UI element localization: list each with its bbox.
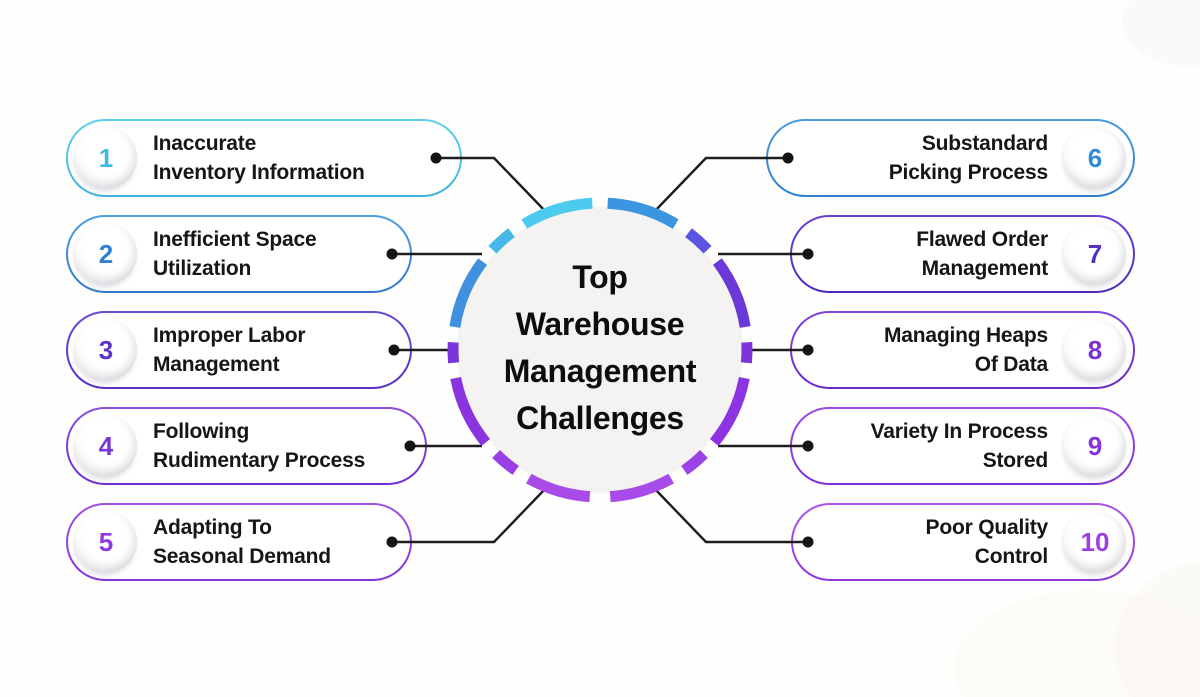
title-line: Top [572,259,628,295]
background-blob [1122,0,1200,67]
challenge-number-badge-4: 4 [75,415,137,477]
challenge-pill-9: 9 Variety In Process Stored [790,407,1135,485]
challenge-label-line1: Flawed Order [916,228,1048,251]
challenge-label-line1: Inaccurate [153,132,257,155]
challenge-label-line1: Poor Quality [925,516,1049,539]
challenge-pill-8: 8 Managing Heaps Of Data [790,311,1135,389]
challenge-number-badge-1: 1 [75,127,137,189]
challenge-number-badge-3: 3 [75,319,137,381]
challenge-number-8: 8 [1087,334,1103,365]
challenge-number-badge-10: 10 [1064,511,1126,573]
challenge-label-line1: Managing Heaps [883,324,1048,347]
challenge-label-line2: Control [974,545,1048,568]
challenge-number-5: 5 [98,526,114,557]
challenge-label-line2: Management [921,257,1049,280]
challenge-number-1: 1 [98,142,114,173]
page-title: Top Warehouse Management Challenges [450,254,750,442]
challenge-label-7: Flawed Order Management [799,225,1048,283]
challenge-number-3: 3 [98,334,114,365]
title-line: Management [503,353,697,389]
challenge-label-4: Following Rudimentary Process [153,417,418,475]
title-line: Challenges [516,400,684,436]
challenge-number-6: 6 [1087,142,1103,173]
challenge-label-line1: Adapting To [153,516,272,539]
challenge-label-line2: Stored [982,449,1049,472]
challenge-number-badge-9: 9 [1064,415,1126,477]
challenge-label-8: Managing Heaps Of Data [799,321,1048,379]
challenge-label-line1: Variety In Process [870,420,1049,443]
challenge-label-6: Substandard Picking Process [775,129,1048,187]
challenge-pill-3: 3 Improper Labor Management [66,311,412,389]
challenge-pill-2: 2 Inefficient Space Utilization [66,215,412,293]
challenge-pill-7: 7 Flawed Order Management [790,215,1135,293]
challenge-pill-6: 6 Substandard Picking Process [766,119,1135,197]
challenge-label-line2: Rudimentary Process [153,449,366,472]
challenge-pill-10: 10 Poor Quality Control [791,503,1135,581]
challenge-label-1: Inaccurate Inventory Information [153,129,453,187]
challenge-number-9: 9 [1087,430,1103,461]
challenge-label-10: Poor Quality Control [800,513,1049,571]
challenge-label-line2: Picking Process [888,161,1048,184]
challenge-label-3: Improper Labor Management [153,321,403,379]
challenge-pill-5: 5 Adapting To Seasonal Demand [66,503,412,581]
challenge-label-line2: Utilization [153,257,252,280]
challenge-number-2: 2 [98,238,114,269]
challenge-label-line1: Substandard [921,132,1048,155]
challenge-label-line1: Inefficient Space [153,228,317,251]
challenge-label-line2: Of Data [974,353,1048,376]
challenge-number-4: 4 [98,430,114,461]
challenge-pill-1: 1 Inaccurate Inventory Information [66,119,462,197]
challenge-number-7: 7 [1087,238,1103,269]
challenge-label-5: Adapting To Seasonal Demand [153,513,403,571]
background-blob [955,590,1200,697]
challenge-number-badge-7: 7 [1064,223,1126,285]
background-blob [1115,561,1200,697]
challenge-label-9: Variety In Process Stored [799,417,1049,475]
challenge-label-line1: Following [153,420,250,443]
challenge-number-10: 10 [1080,526,1110,557]
challenge-number-badge-8: 8 [1064,319,1126,381]
challenge-number-badge-6: 6 [1064,127,1126,189]
challenge-pill-4: 4 Following Rudimentary Process [66,407,427,485]
title-line: Warehouse [515,306,685,342]
challenge-label-2: Inefficient Space Utilization [153,225,403,283]
challenge-label-line2: Seasonal Demand [153,545,331,568]
connector-line [652,486,808,544]
challenge-label-line2: Management [153,353,280,376]
challenge-label-line2: Inventory Information [153,161,365,184]
challenge-number-badge-2: 2 [75,223,137,285]
challenge-number-badge-5: 5 [75,511,137,573]
challenge-label-line1: Improper Labor [153,324,306,347]
connector-line [392,486,548,544]
